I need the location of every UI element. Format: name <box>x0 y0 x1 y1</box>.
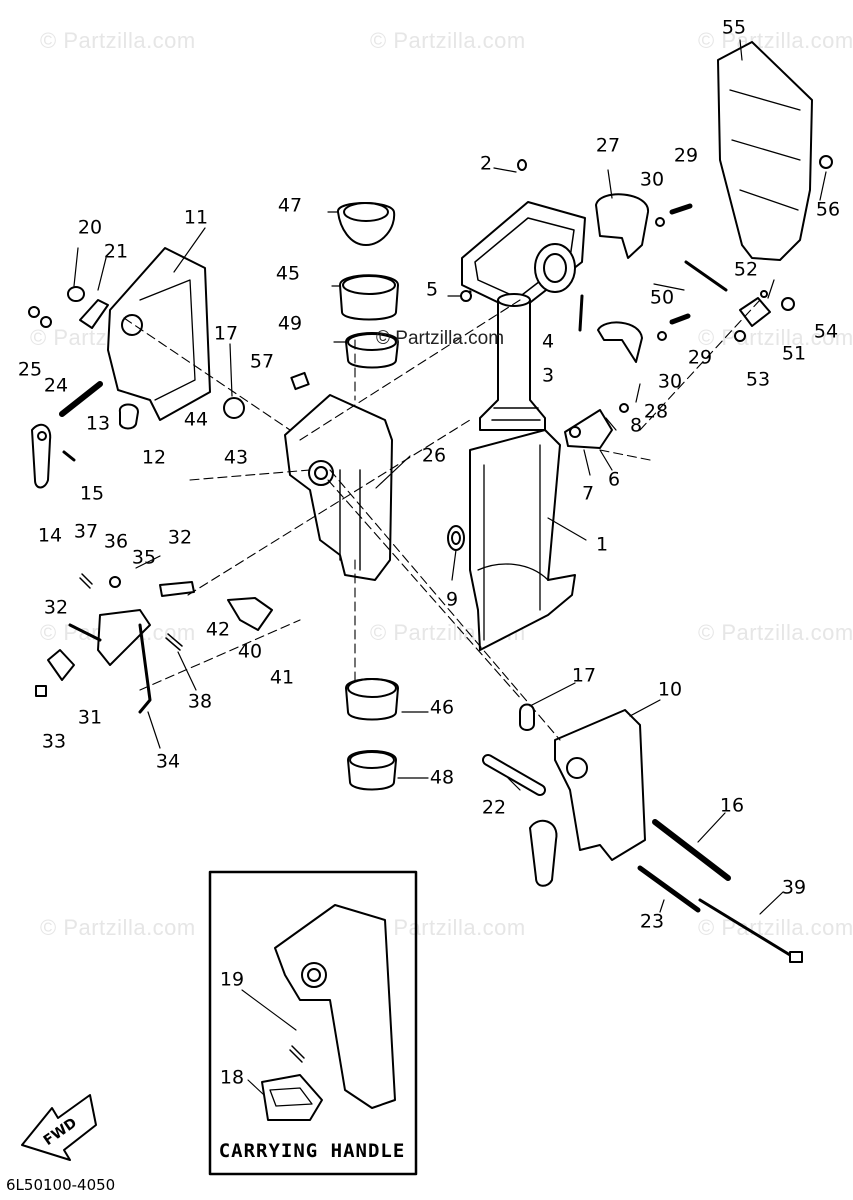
callout-11: 11 <box>183 206 209 229</box>
callout-36: 36 <box>103 530 129 553</box>
drive-shaft-housing <box>447 293 576 651</box>
callout-20: 20 <box>77 216 103 239</box>
callout-4: 4 <box>541 330 555 353</box>
callout-15: 15 <box>79 482 105 505</box>
callout-52: 52 <box>733 258 759 281</box>
callout-17: 17 <box>213 322 239 345</box>
callout-10: 10 <box>657 678 683 701</box>
callout-5: 5 <box>425 278 439 301</box>
watermark: © Partzilla.com <box>698 325 853 350</box>
callout-39: 39 <box>781 876 807 899</box>
watermark: © Partzilla.com <box>370 915 526 940</box>
small-parts-right <box>460 193 795 449</box>
callout-29: 29 <box>687 346 713 369</box>
callout-16: 16 <box>719 794 745 817</box>
callout-35: 35 <box>131 546 157 569</box>
callout-48: 48 <box>429 766 455 789</box>
callout-3: 3 <box>541 364 555 387</box>
callout-37: 37 <box>73 520 99 543</box>
callout-29: 29 <box>673 144 699 167</box>
clamp-bracket-11 <box>28 247 245 430</box>
callout-33: 33 <box>41 730 67 753</box>
callout-23: 23 <box>639 910 665 933</box>
callout-31: 31 <box>77 706 103 729</box>
callout-19: 19 <box>219 968 245 991</box>
cover-55 <box>717 41 833 261</box>
callout-18: 18 <box>219 1066 245 1089</box>
fwd-arrow-icon <box>21 1094 97 1161</box>
watermark: © Partzilla.com <box>40 915 196 940</box>
carrying-handle-inset <box>208 870 418 1176</box>
leader-lines <box>73 39 827 915</box>
callout-46: 46 <box>429 696 455 719</box>
swivel-bracket <box>284 371 393 581</box>
inset-title: CARRYING HANDLE <box>218 1140 406 1162</box>
callout-51: 51 <box>781 342 807 365</box>
callout-30: 30 <box>657 370 683 393</box>
callout-25: 25 <box>17 358 43 381</box>
callout-56: 56 <box>815 198 841 221</box>
callout-26: 26 <box>421 444 447 467</box>
callout-28: 28 <box>643 400 669 423</box>
callout-24: 24 <box>43 374 69 397</box>
tilt-linkage <box>35 573 273 714</box>
callout-6: 6 <box>607 468 621 491</box>
callout-1: 1 <box>595 533 609 556</box>
callout-13: 13 <box>85 412 111 435</box>
callout-43: 43 <box>223 446 249 469</box>
callout-17: 17 <box>571 664 597 687</box>
callout-21: 21 <box>103 240 129 263</box>
callout-45: 45 <box>275 262 301 285</box>
callout-44: 44 <box>183 408 209 431</box>
callout-32: 32 <box>43 596 69 619</box>
callout-49: 49 <box>277 312 303 335</box>
callout-32: 32 <box>167 526 193 549</box>
watermark: © Partzilla.com <box>698 620 853 645</box>
callout-8: 8 <box>629 414 643 437</box>
watermark: © Partzilla.com <box>698 915 853 940</box>
callout-40: 40 <box>237 640 263 663</box>
callout-9: 9 <box>445 588 459 611</box>
watermark: © Partzilla.com <box>370 28 526 53</box>
callout-53: 53 <box>745 368 771 391</box>
callout-34: 34 <box>155 750 181 773</box>
clamp-lever-14 <box>31 423 76 489</box>
callout-57: 57 <box>249 350 275 373</box>
watermark: © Partzilla.com <box>40 28 196 53</box>
callout-22: 22 <box>481 796 507 819</box>
callout-27: 27 <box>595 134 621 157</box>
callout-54: 54 <box>813 320 839 343</box>
callout-2: 2 <box>479 152 493 175</box>
upper-casing <box>461 159 586 313</box>
callout-42: 42 <box>205 618 231 641</box>
dashed-lines <box>123 299 761 741</box>
callout-50: 50 <box>649 286 675 309</box>
callout-38: 38 <box>187 690 213 713</box>
clamp-bracket-10 <box>482 703 803 963</box>
center-watermark: © Partzilla.com <box>376 328 505 349</box>
watermark: © Partzilla.com <box>698 28 853 53</box>
callout-41: 41 <box>269 666 295 689</box>
bushings <box>337 202 399 791</box>
diagram-code: 6L50100-4050 <box>6 1176 116 1194</box>
callout-7: 7 <box>581 482 595 505</box>
callout-47: 47 <box>277 194 303 217</box>
callout-55: 55 <box>721 16 747 39</box>
callout-30: 30 <box>639 168 665 191</box>
callout-12: 12 <box>141 446 167 469</box>
callout-14: 14 <box>37 524 63 547</box>
